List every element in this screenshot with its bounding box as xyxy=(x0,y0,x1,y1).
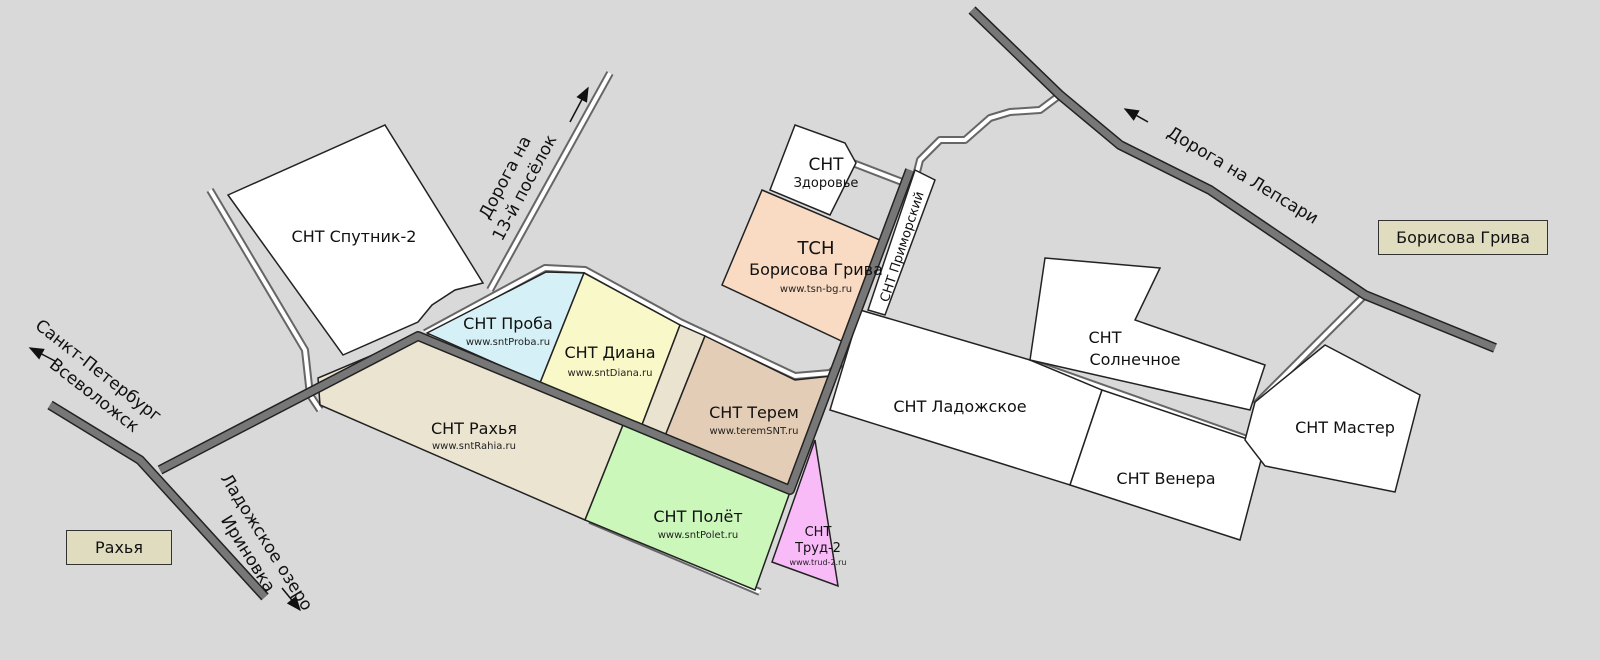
label-rakhya: СНТ Рахья xyxy=(431,419,517,438)
plot-trud2 xyxy=(771,439,839,588)
label-trud2-2: Труд-2 xyxy=(794,541,841,556)
label-terem: СНТ Терем xyxy=(709,403,799,422)
place-rakhya: Рахья xyxy=(66,530,172,565)
label-tsn-1: ТСН xyxy=(796,238,834,259)
place-borisova-griva: Борисова Грива xyxy=(1378,220,1548,255)
url-tsn: www.tsn-bg.ru xyxy=(780,284,852,295)
label-zdorovie-1: СНТ xyxy=(808,155,844,175)
label-tsn-2: Борисова Грива xyxy=(749,260,883,279)
plot-solnechnoe xyxy=(1029,257,1266,411)
plot-venera xyxy=(1069,389,1266,541)
url-trud2: www.trud-2.ru xyxy=(790,558,847,567)
label-solnechnoe-2: Солнечное xyxy=(1089,350,1180,369)
plot-master xyxy=(1244,344,1421,493)
label-venera: СНТ Венера xyxy=(1116,469,1215,488)
plot-primorsky xyxy=(867,168,936,316)
label-trud2-1: СНТ xyxy=(805,525,832,540)
main-roads xyxy=(47,6,1497,601)
url-terem: www.teremSNT.ru xyxy=(709,426,798,437)
label-sputnik2: СНТ Спутник-2 xyxy=(292,227,417,246)
url-proba: www.sntProba.ru xyxy=(466,337,550,348)
label-master: СНТ Мастер xyxy=(1295,418,1395,437)
arrow-north-icon xyxy=(569,86,589,123)
url-polet: www.sntPolet.ru xyxy=(658,530,739,541)
label-proba: СНТ Проба xyxy=(463,314,553,333)
label-ladozhskoe: СНТ Ладожское xyxy=(893,397,1026,416)
url-diana: www.sntDiana.ru xyxy=(568,368,653,379)
label-diana: СНТ Диана xyxy=(564,343,655,362)
arrow-ladoga-icon xyxy=(281,587,301,612)
plot-sputnik2 xyxy=(226,124,485,356)
label-solnechnoe-1: СНТ xyxy=(1089,328,1122,347)
label-polet: СНТ Полёт xyxy=(653,507,742,526)
plot-zdorovie xyxy=(769,124,857,216)
arrow-spb-icon xyxy=(28,347,56,362)
url-rakhya: www.sntRahia.ru xyxy=(432,441,516,452)
label-zdorovie-2: Здоровье xyxy=(794,176,859,191)
arrow-lepsari-icon xyxy=(1123,108,1149,123)
